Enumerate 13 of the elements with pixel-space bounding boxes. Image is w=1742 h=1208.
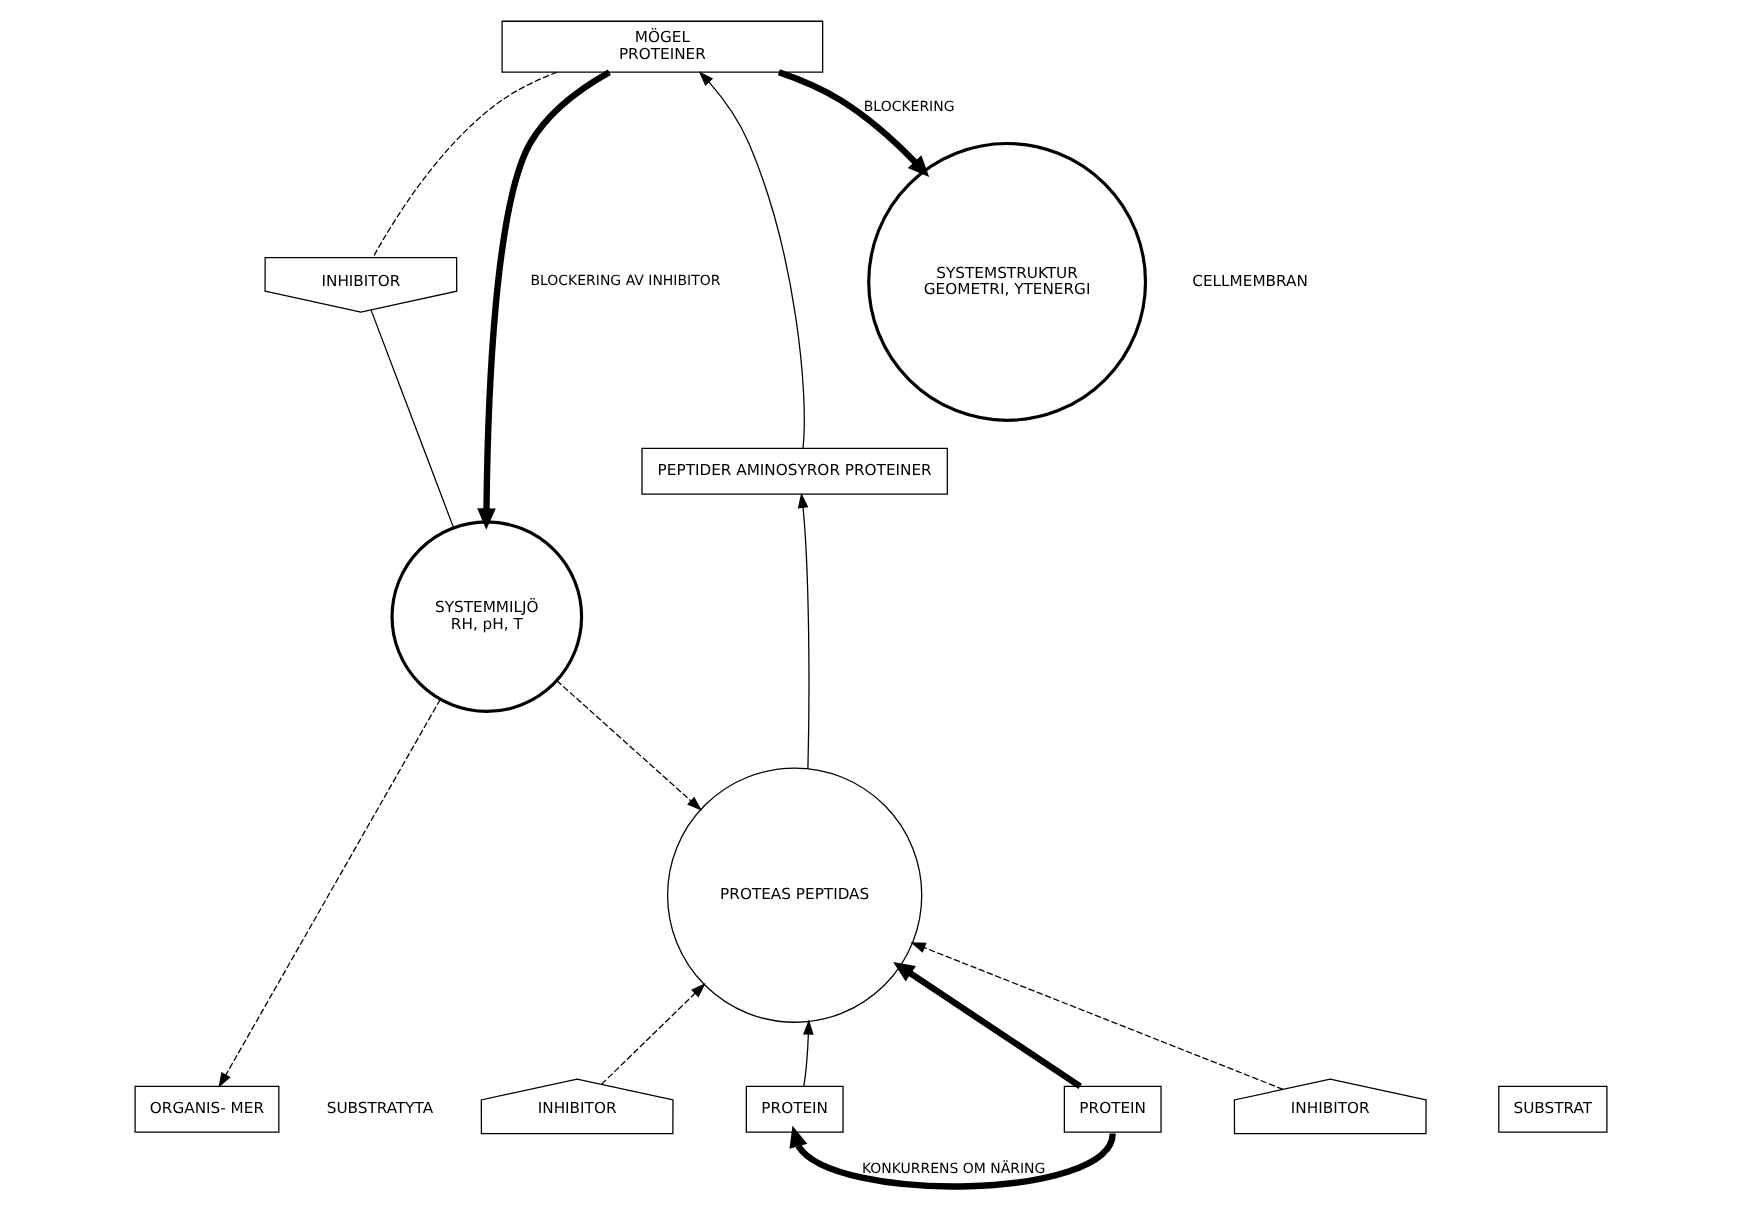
arrow: [477, 69, 611, 530]
arrow: [698, 71, 805, 449]
arrow: [893, 961, 1082, 1089]
arrow: [803, 1019, 814, 1087]
arrow: [218, 698, 441, 1088]
arrow: [910, 942, 1284, 1090]
arrow: [556, 679, 703, 811]
arrow: [777, 69, 930, 177]
arrow: [789, 1125, 1116, 1190]
arrow: [797, 492, 810, 770]
connector: [370, 309, 455, 529]
connector: [372, 71, 558, 258]
arrow: [601, 983, 706, 1085]
